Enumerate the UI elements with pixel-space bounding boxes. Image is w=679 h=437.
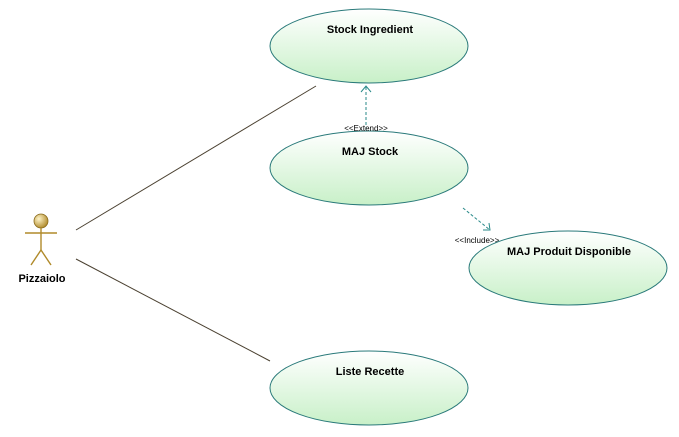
include-stereotype-label: <<Include>> [455, 236, 500, 245]
use-case-liste-recette[interactable]: Liste Recette [269, 350, 469, 426]
association-pizzaiolo-liste-recette[interactable] [75, 258, 271, 362]
extend-dependency[interactable] [360, 85, 372, 130]
use-case-label: Liste Recette [336, 366, 404, 378]
include-dependency[interactable] [462, 207, 491, 231]
use-case-label: MAJ Produit Disponible [507, 246, 631, 258]
use-case-maj-produit-disponible[interactable]: MAJ Produit Disponible [468, 230, 668, 306]
actor-pizzaiolo[interactable]: Pizzaiolo [18, 213, 66, 285]
use-case-maj-stock[interactable]: MAJ Stock [269, 130, 469, 206]
association-pizzaiolo-stock-ingredient[interactable] [75, 85, 317, 231]
use-case-label: Stock Ingredient [327, 24, 414, 36]
extend-stereotype-label: <<Extend>> [344, 124, 388, 133]
use-case-stock-ingredient[interactable]: Stock Ingredient [269, 8, 469, 84]
use-case-label: MAJ Stock [342, 146, 399, 158]
actor-body-icon [25, 228, 57, 266]
actor-head-icon [33, 213, 49, 229]
actor-label: Pizzaiolo [18, 273, 65, 285]
